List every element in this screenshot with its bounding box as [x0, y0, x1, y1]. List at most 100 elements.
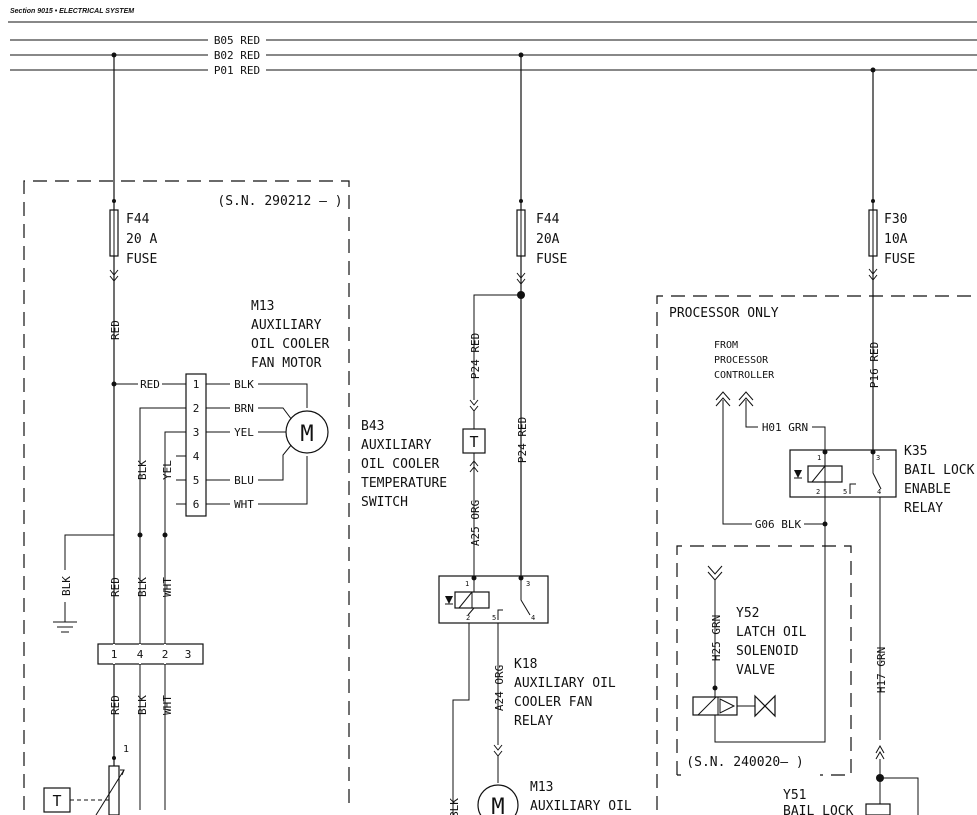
k18-pin-4: 4 — [531, 614, 535, 622]
right-group: PROCESSOR ONLY F30 10A FUSE P16 RED FROM… — [656, 70, 977, 815]
a24-org-label: A24 ORG — [493, 665, 506, 711]
pin-1-label: 1 — [193, 378, 200, 391]
p16-red-label: P16 RED — [868, 342, 881, 388]
p24-red-b-label: P24 RED — [516, 417, 529, 463]
red-lower-label: RED — [109, 577, 122, 597]
wire-brn-label: BRN — [234, 402, 254, 415]
blk-bottom-label: BLK — [136, 695, 149, 715]
switch-desc-2: OIL COOLER — [361, 457, 439, 472]
k18-name: K18 — [514, 657, 537, 672]
k18-pin-5: 5 — [492, 614, 496, 622]
left-dashed-boundary — [23, 180, 350, 810]
pin-3-label: 3 — [193, 426, 200, 439]
processor-only-boundary — [656, 295, 977, 810]
left-group: (S.N. 290212 — ) F44 20 A FUSE RED RED 1… — [23, 55, 350, 815]
processor-only-label: PROCESSOR ONLY — [669, 306, 779, 321]
y51-name: Y51 — [783, 788, 806, 803]
k35-desc-1: BAIL LOCK — [904, 463, 975, 478]
k18-pin-2: 2 — [466, 614, 470, 622]
wire-yel-label: YEL — [234, 426, 254, 439]
bus-label-p01: P01 RED — [214, 64, 260, 77]
lower-connector-block — [97, 643, 204, 665]
left-wire-red-label: RED — [109, 320, 122, 340]
from-label-1: FROM — [714, 340, 738, 351]
k35-desc-2: ENABLE — [904, 482, 951, 497]
yel-vert-label: YEL — [161, 460, 174, 480]
lower-motor-m: M — [491, 795, 504, 815]
p24-red-a-label: P24 RED — [469, 333, 482, 379]
right-fuse-rating: 10A — [884, 232, 908, 247]
wire-blk-label: BLK — [234, 378, 254, 391]
right-fuse-type: FUSE — [884, 252, 915, 267]
from-label-2: PROCESSOR — [714, 355, 769, 366]
middle-fuse-name: F44 — [536, 212, 560, 227]
k18-desc-3: RELAY — [514, 714, 553, 729]
ground-blk-label: BLK — [60, 576, 73, 596]
blk-vert-label: BLK — [136, 460, 149, 480]
k18-desc-2: COOLER FAN — [514, 695, 592, 710]
y51-coil — [865, 803, 891, 815]
left-red-branch-label: RED — [140, 378, 160, 391]
lower-motor-name: M13 — [530, 780, 553, 795]
y52-dashed-boundary — [676, 545, 852, 776]
pin-2-label: 2 — [193, 402, 200, 415]
bus-label-b02: B02 RED — [214, 49, 260, 62]
from-label-3: CONTROLLER — [714, 370, 775, 381]
k18-pin-1: 1 — [465, 580, 469, 588]
h01-grn-label: H01 GRN — [762, 421, 808, 434]
wire-blu-label: BLU — [234, 474, 254, 487]
conn2-pin-c: 2 — [162, 648, 169, 661]
right-fuse-name: F30 — [884, 212, 907, 227]
k35-pin-3: 3 — [876, 454, 880, 462]
k35-pin-2: 2 — [816, 488, 820, 496]
red-bottom-label: RED — [109, 695, 122, 715]
middle-group: F44 20A FUSE P24 RED P24 RED T A25 ORG B… — [361, 55, 632, 815]
switch-desc-4: SWITCH — [361, 495, 408, 510]
y51-desc: BAIL LOCK — [783, 804, 854, 815]
relay-k18-box — [438, 575, 549, 624]
k35-desc-3: RELAY — [904, 501, 943, 516]
pin-5-label: 5 — [193, 474, 200, 487]
sensor-pin-label: 1 — [123, 744, 129, 755]
middle-fuse-type: FUSE — [536, 252, 567, 267]
conn2-pin-d: 3 — [185, 648, 192, 661]
bottom-temp-sensor-t: T — [52, 792, 61, 810]
h17-grn-label: H17 GRN — [875, 647, 888, 693]
y52-serial-label: (S.N. 240020— ) — [686, 755, 803, 770]
bus-lines: B05 RED B02 RED P01 RED — [10, 34, 977, 77]
middle-fuse-rating: 20A — [536, 232, 560, 247]
motor-desc-2: OIL COOLER — [251, 337, 329, 352]
lower-motor-symbol — [477, 784, 519, 815]
switch-name: B43 — [361, 419, 384, 434]
motor-desc-1: AUXILIARY — [251, 318, 322, 333]
a25-org-label: A25 ORG — [469, 500, 482, 546]
y52-desc-1: LATCH OIL — [736, 625, 807, 640]
k35-pin-1: 1 — [817, 454, 821, 462]
switch-desc-1: AUXILIARY — [361, 438, 432, 453]
wht-bottom-label: WHT — [161, 695, 174, 715]
k35-name: K35 — [904, 444, 927, 459]
motor-name: M13 — [251, 299, 274, 314]
pin-6-label: 6 — [193, 498, 200, 511]
lower-blk-label: BLK — [448, 798, 461, 815]
section-header: Section 9015 • ELECTRICAL SYSTEM — [10, 8, 135, 15]
left-serial-label: (S.N. 290212 — ) — [217, 194, 342, 209]
temp-switch-t: T — [469, 433, 478, 451]
k18-desc-1: AUXILIARY OIL — [514, 676, 616, 691]
k35-pin-5: 5 — [843, 488, 847, 496]
y52-desc-2: SOLENOID — [736, 644, 799, 659]
h25-grn-label: H25 GRN — [710, 615, 723, 661]
left-fuse-type: FUSE — [126, 252, 157, 267]
k35-pin-4: 4 — [877, 488, 881, 496]
blk-lower-label: BLK — [136, 577, 149, 597]
y52-valve-icon — [754, 694, 776, 718]
motor-desc-3: FAN MOTOR — [251, 356, 322, 371]
left-fuse-name: F44 — [126, 212, 150, 227]
left-fuse-rating: 20 A — [126, 232, 157, 247]
y52-desc-3: VALVE — [736, 663, 775, 678]
ground-icon — [53, 621, 77, 633]
y52-name: Y52 — [736, 606, 759, 621]
y52-coil — [692, 696, 738, 716]
lower-motor-desc: AUXILIARY OIL — [530, 799, 632, 814]
